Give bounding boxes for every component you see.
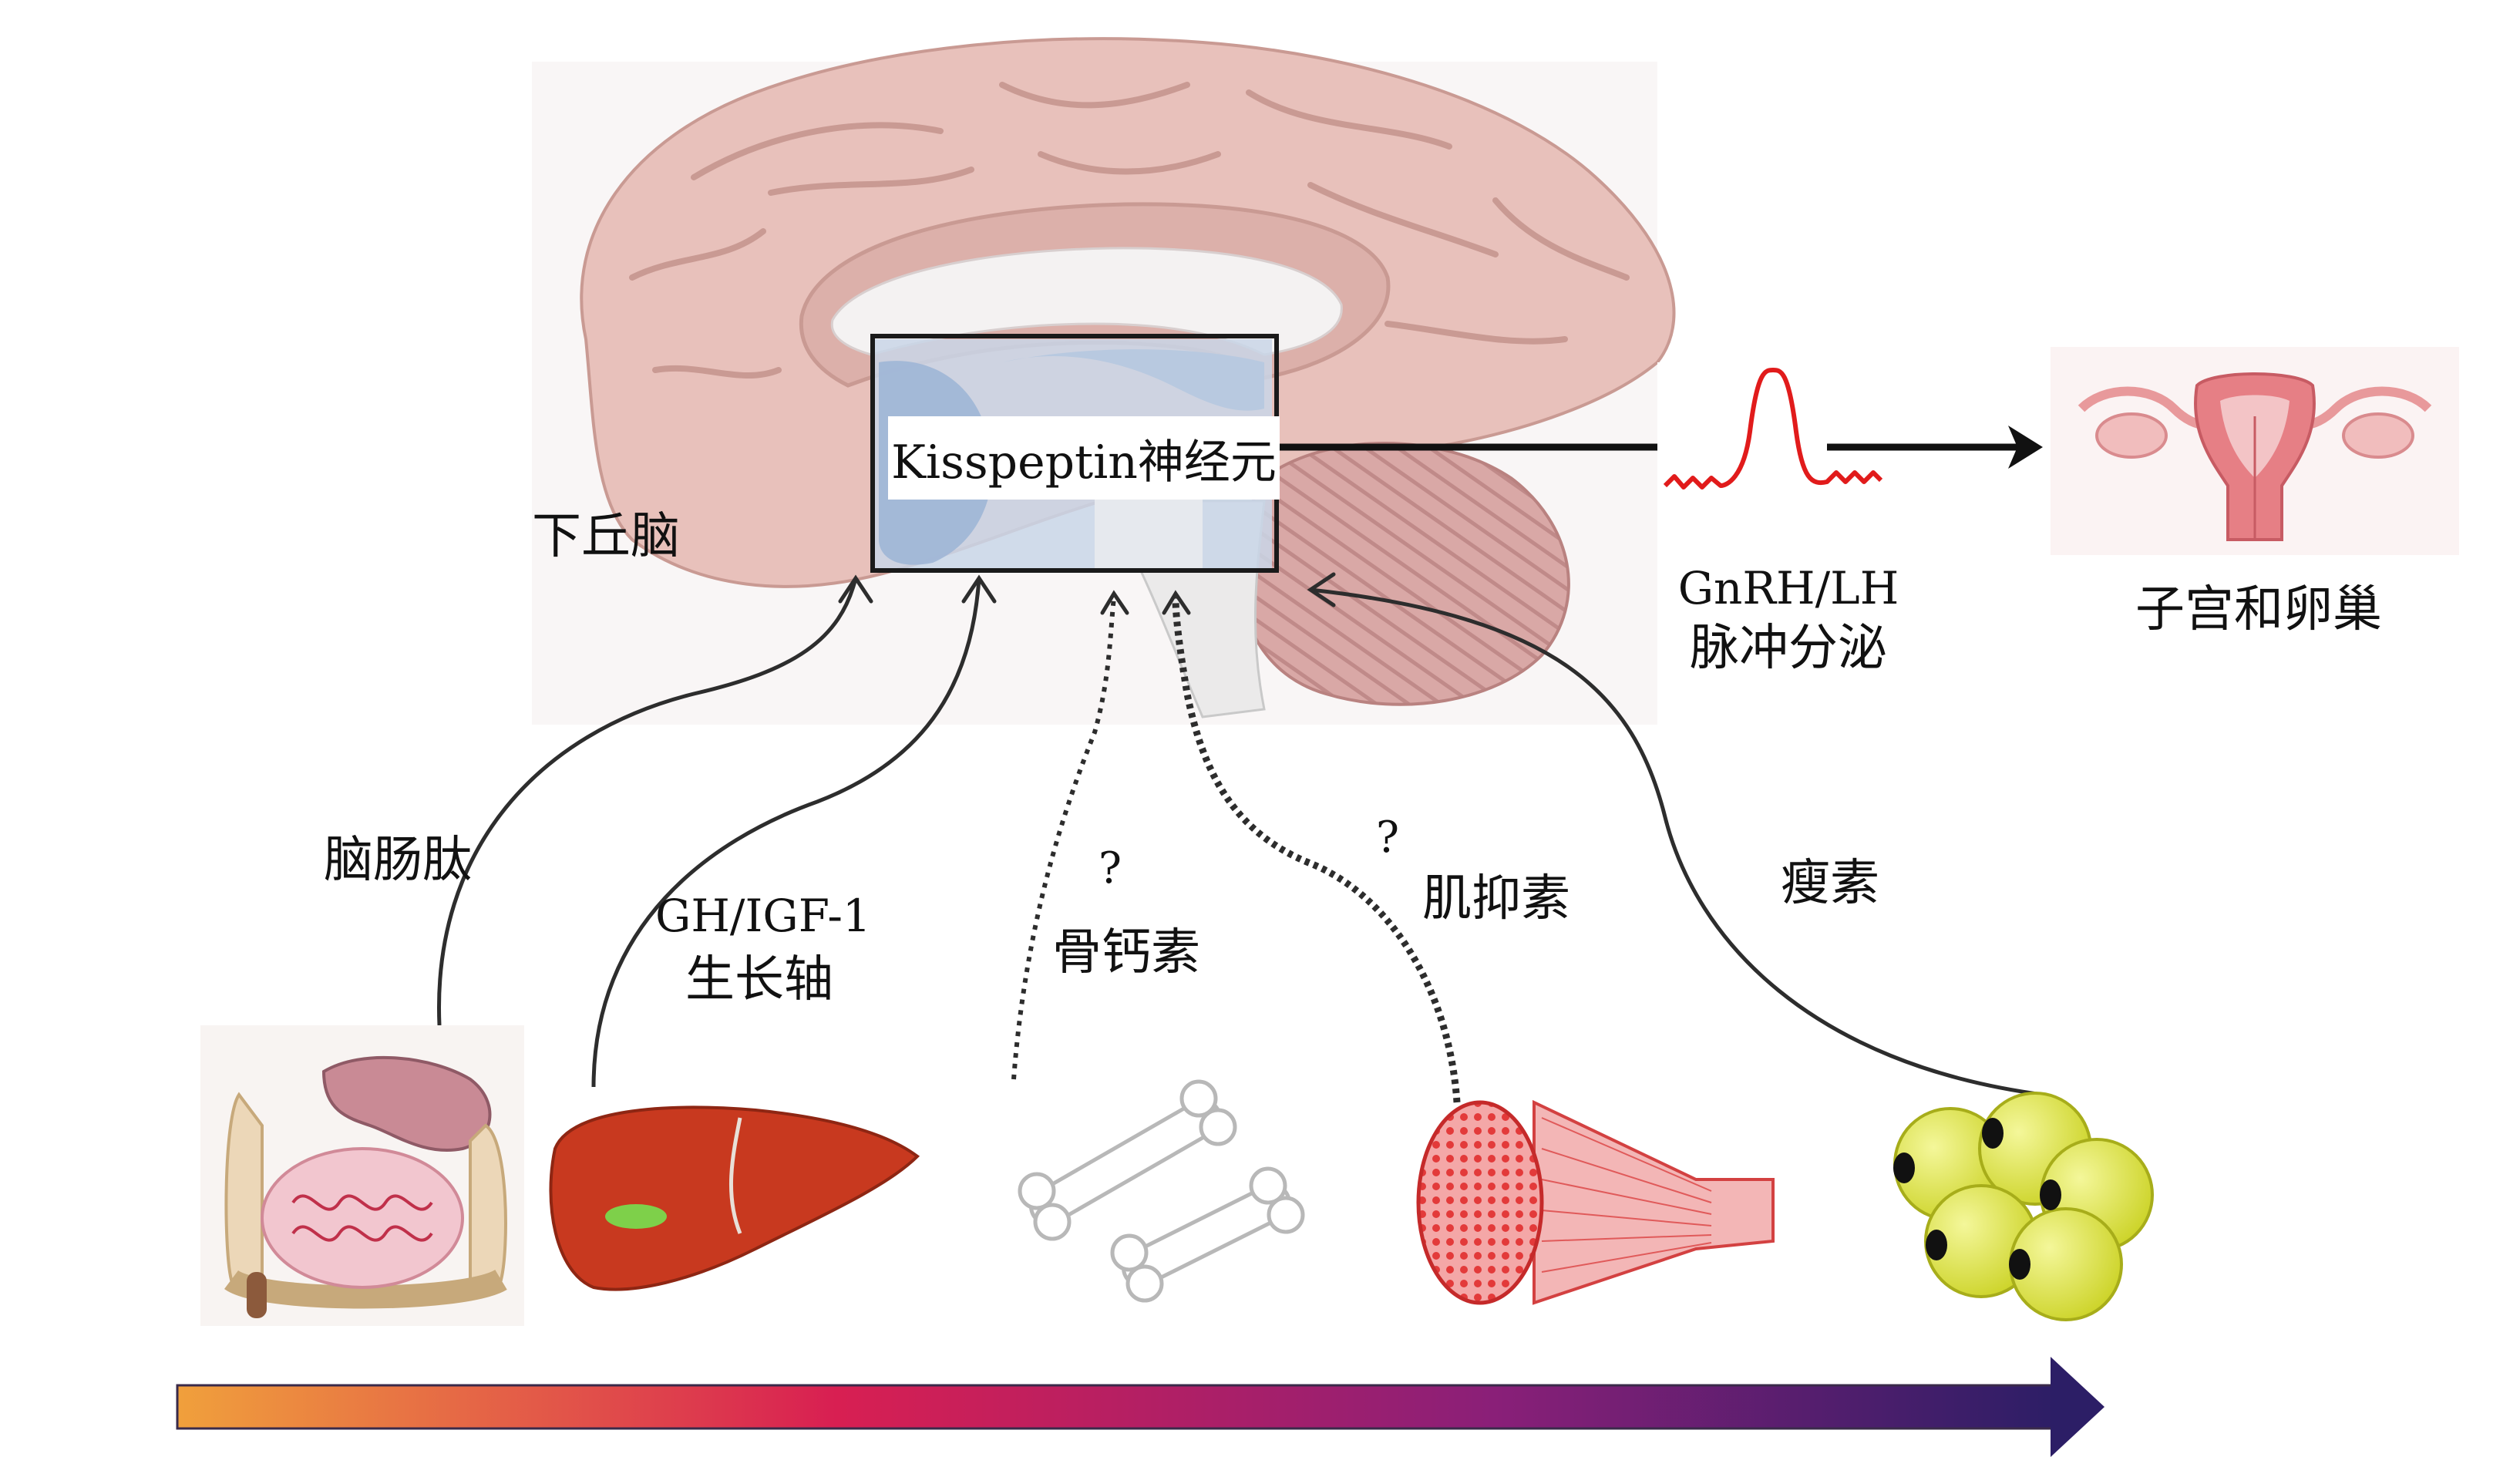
leptin-label: 瘦素 bbox=[1781, 855, 1879, 912]
bone-icon bbox=[1018, 1079, 1305, 1303]
gh-igf-label-line1: GH/IGF-1 bbox=[655, 890, 871, 942]
pulse-label-line1: GnRH/LH bbox=[1677, 562, 1899, 614]
osteocalcin-label: 骨钙素 bbox=[1052, 924, 1200, 981]
input-arrows bbox=[437, 577, 2044, 1103]
uterus-ovaries-icon bbox=[2051, 347, 2459, 555]
myostatin-label: 肌抑素 bbox=[1422, 870, 1570, 927]
brain-sagittal-icon bbox=[532, 37, 1676, 725]
ghrelin-label: 脑肠肽 bbox=[324, 832, 472, 889]
muscle-icon bbox=[1416, 1099, 1775, 1305]
pulse-wave-icon bbox=[1657, 362, 1912, 509]
gh-igf-label-line2: 生长轴 bbox=[685, 951, 833, 1008]
kisspeptin-neuron-label: Kisspeptin神经元 bbox=[888, 416, 1280, 500]
osteocalcin-question: ? bbox=[1099, 843, 1122, 893]
target-arrow bbox=[1827, 426, 2043, 469]
liver-icon bbox=[549, 1105, 920, 1291]
pulse-label-line2: 脉冲分泌 bbox=[1690, 620, 1887, 677]
myostatin-question: ? bbox=[1376, 813, 1400, 863]
intestine-icon bbox=[200, 1025, 524, 1326]
adipocyte-icon bbox=[1893, 1092, 2154, 1321]
uterus-ovaries-label: 子宫和卵巢 bbox=[2135, 581, 2382, 638]
progression-arrow bbox=[176, 1357, 2104, 1457]
hypothalamus-label: 下丘脑 bbox=[532, 508, 680, 565]
input-arrowheads bbox=[838, 572, 1336, 615]
